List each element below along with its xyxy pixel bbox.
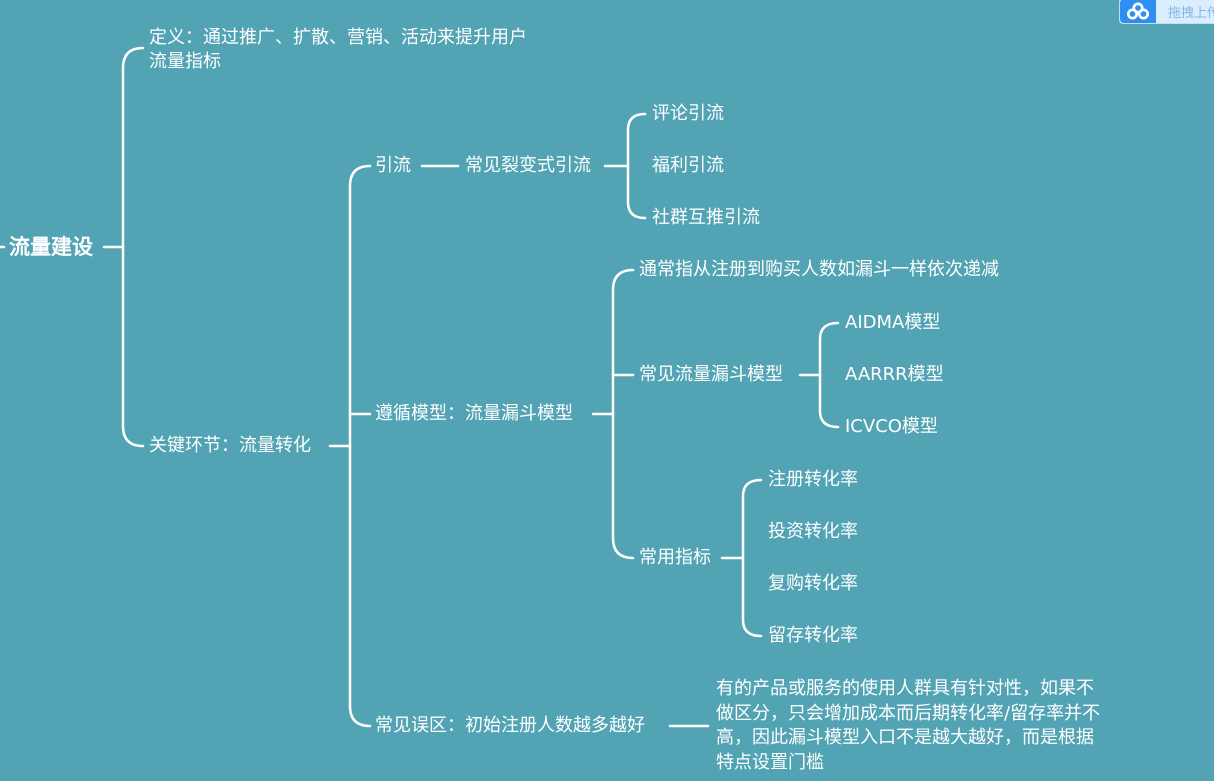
misconception-line-1: 有的产品或服务的使用人群具有针对性，如果不	[716, 678, 1094, 699]
traffic-node[interactable]: 引流	[375, 155, 411, 176]
traffic-item-comment[interactable]: 评论引流	[652, 103, 724, 124]
metrics-node[interactable]: 常用指标	[639, 547, 711, 568]
model-aidma[interactable]: AIDMA模型	[845, 312, 941, 333]
misconception-line-3: 高，因此漏斗模型入口不是越大越好，而是根据	[716, 727, 1094, 748]
funnel-node[interactable]: 遵循模型：流量漏斗模型	[375, 403, 573, 424]
traffic-item-community[interactable]: 社群互推引流	[652, 207, 760, 228]
metric-repurchase[interactable]: 复购转化率	[768, 573, 858, 594]
funnel-desc-node[interactable]: 通常指从注册到购买人数如漏斗一样依次递减	[639, 259, 999, 280]
metric-retention[interactable]: 留存转化率	[768, 625, 858, 646]
funnel-models-node[interactable]: 常见流量漏斗模型	[639, 364, 783, 385]
traffic-item-welfare[interactable]: 福利引流	[652, 155, 724, 176]
upload-widget[interactable]: 拖拽上传	[1119, 0, 1214, 24]
definition-line-2: 流量指标	[149, 51, 221, 72]
cloud-share-icon	[1120, 0, 1156, 23]
misconception-desc-node[interactable]: 有的产品或服务的使用人群具有针对性，如果不 做区分，只会增加成本而后期转化率/留…	[716, 677, 1100, 775]
root-node[interactable]: 流量建设	[9, 235, 93, 259]
definition-node[interactable]: 定义：通过推广、扩散、营销、活动来提升用户 流量指标	[149, 26, 527, 74]
misconception-node[interactable]: 常见误区：初始注册人数越多越好	[375, 715, 645, 736]
model-aarrr[interactable]: AARRR模型	[845, 364, 944, 385]
definition-line-1: 定义：通过推广、扩散、营销、活动来提升用户	[149, 27, 527, 48]
metric-register[interactable]: 注册转化率	[768, 469, 858, 490]
misconception-line-2: 做区分，只会增加成本而后期转化率/留存率并不	[716, 702, 1101, 724]
misconception-line-4: 特点设置门槛	[716, 751, 824, 773]
fission-node[interactable]: 常见裂变式引流	[465, 155, 591, 176]
key-link-node[interactable]: 关键环节：流量转化	[149, 435, 311, 456]
metric-investment[interactable]: 投资转化率	[768, 521, 858, 542]
model-icvco[interactable]: ICVCO模型	[845, 416, 938, 437]
upload-widget-label: 拖拽上传	[1168, 5, 1214, 21]
